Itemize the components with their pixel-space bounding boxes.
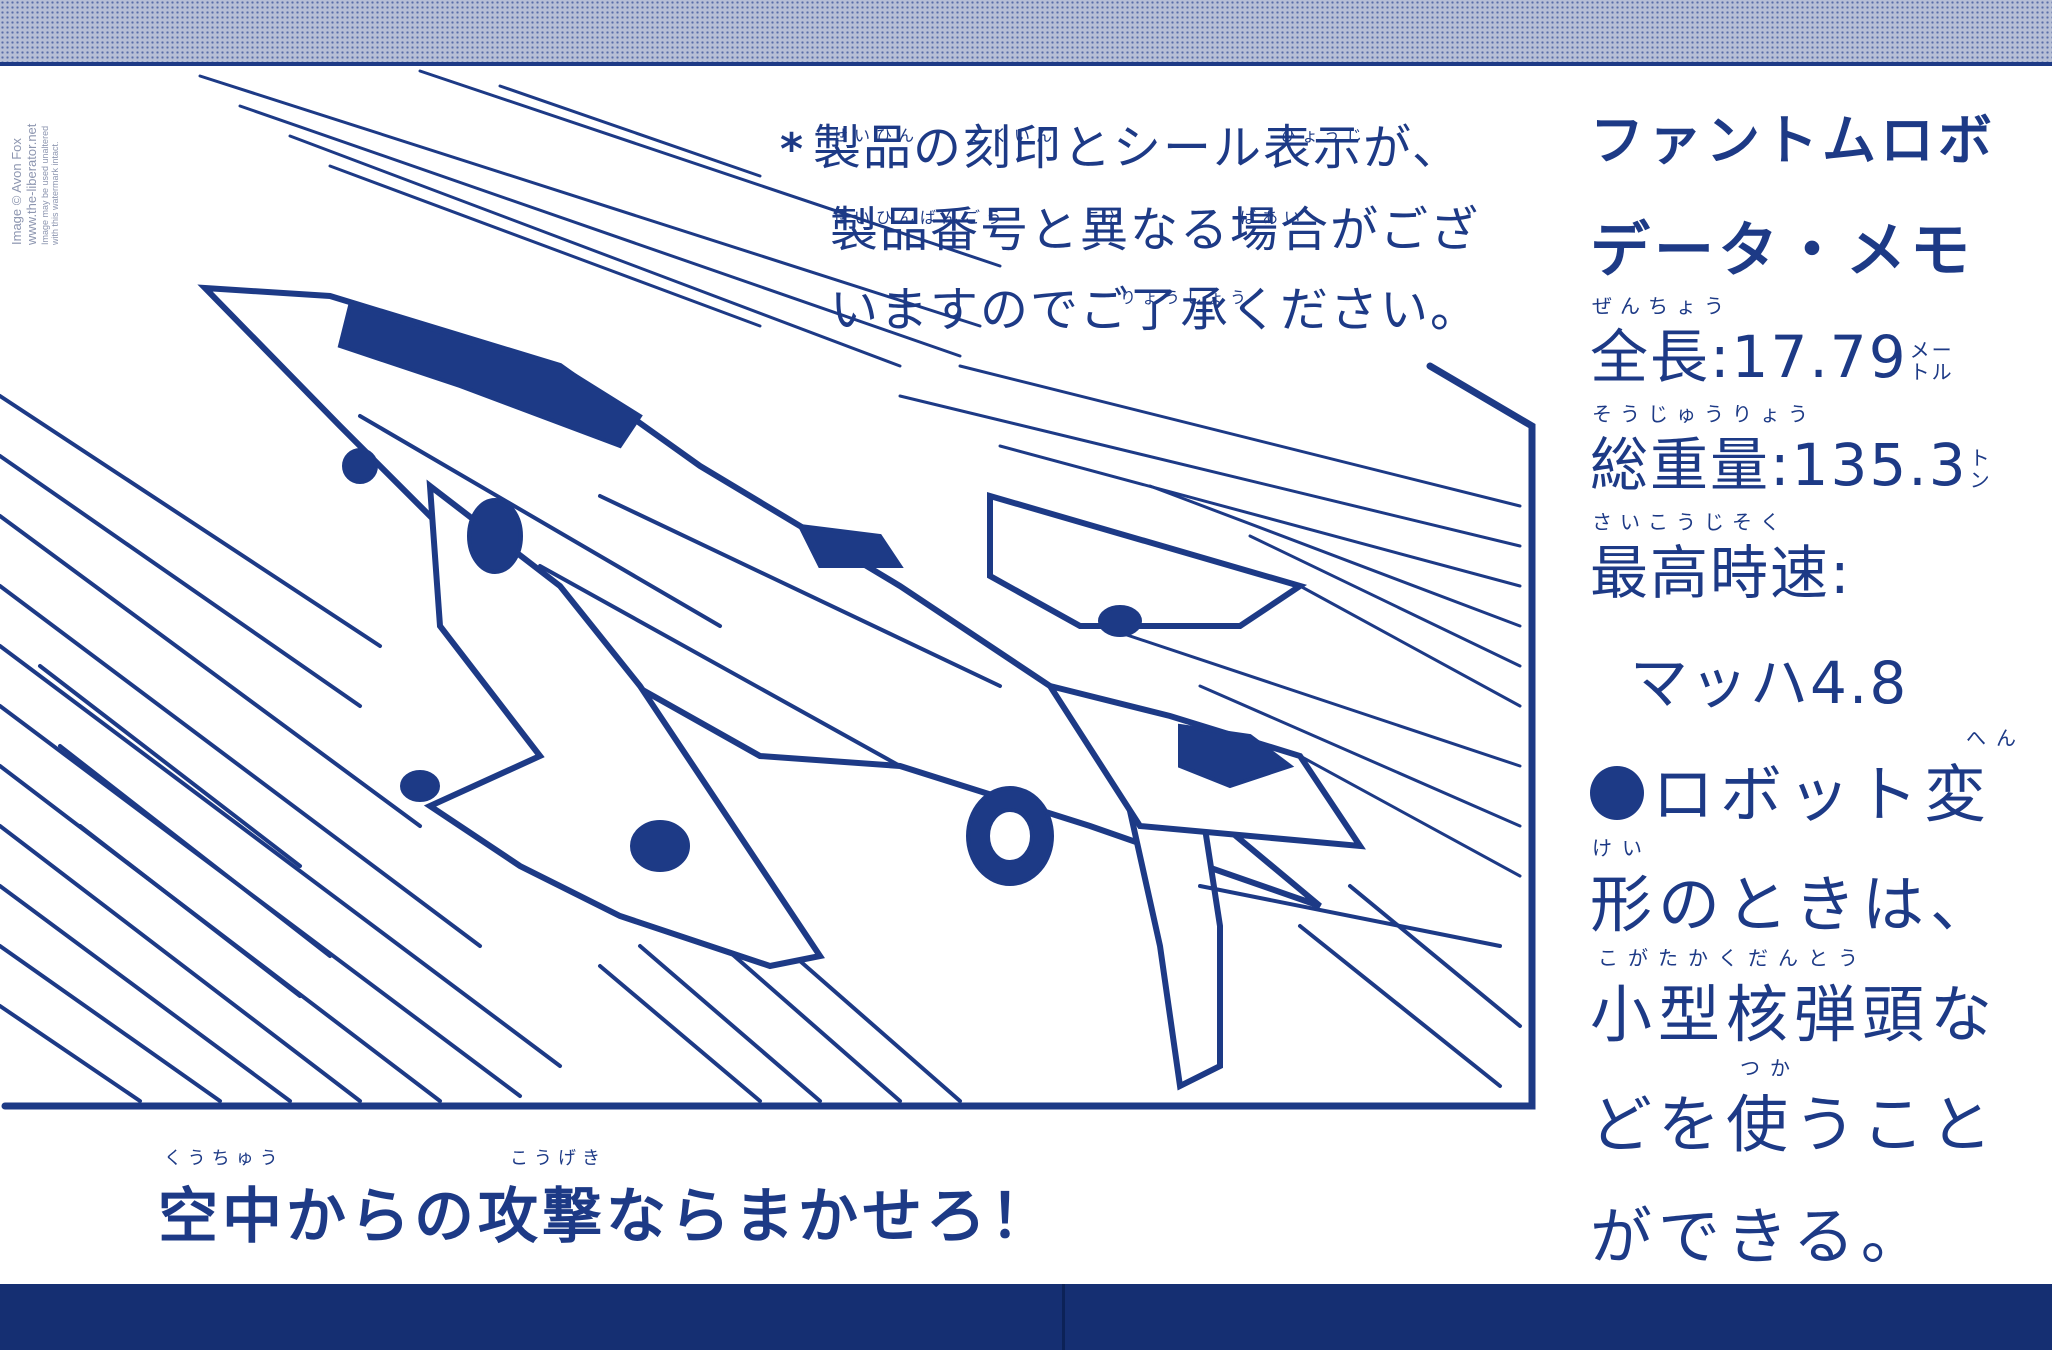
spec-length-unit: メートル: [1910, 339, 1954, 383]
unit-bottom: トル: [1909, 359, 1954, 384]
asterisk-icon: *: [780, 124, 806, 175]
notice-ruby-1c: ひょうじ: [1280, 126, 1369, 145]
para-ruby-4: つか: [1740, 1056, 1800, 1080]
spec-weight-label: 総重量:: [1590, 431, 1792, 499]
memo-para-line-3: こがたかくだんとう 小型核弾頭な: [1590, 946, 1999, 1054]
spec-weight-value: 135.3: [1791, 431, 1968, 499]
product-notice: せいひん こくいん ひょうじ *製品の刻印とシール表示が、 せいひんばんごう こ…: [780, 108, 1520, 350]
memo-para-line-2: けい 形のときは、: [1590, 836, 1999, 944]
memo-title-phantom-robo: ファントムロボ: [1590, 109, 1996, 172]
notice-line-1: せいひん こくいん ひょうじ *製品の刻印とシール表示が、: [780, 108, 1520, 190]
notice-ruby-2b: こと: [1085, 208, 1130, 227]
para-text-1: ロボット変: [1652, 758, 1993, 831]
spec-weight-ruby: そうじゅうりょう: [1592, 402, 1816, 426]
para-ruby-1: へん: [1966, 726, 2026, 750]
spec-length-ruby: ぜんちょう: [1592, 294, 1732, 318]
notice-ruby-1b: こくいん: [970, 126, 1059, 145]
memo-title-data-memo: データ・メモ: [1590, 216, 1974, 286]
notice-text-1: 製品の刻印とシール表示が、: [813, 120, 1463, 176]
top-halftone-band: [0, 0, 2052, 66]
notice-text-3: いますのでご了承ください。: [830, 282, 1481, 338]
bullet-icon: [1590, 766, 1644, 820]
caption-ruby-b: こうげき: [510, 1148, 606, 1169]
notice-line-3: りょうしょう いますのでご了承ください。: [780, 270, 1520, 350]
notice-ruby-1a: せいひん: [832, 126, 921, 145]
spec-weight-unit: トン: [1970, 447, 1992, 491]
para-text-2: 形のときは、: [1590, 868, 1999, 941]
unit-bottom: ン: [1969, 467, 1992, 492]
memo-para-line-1: へん ロボット変: [1590, 726, 2016, 834]
notice-text-2: 製品番号と異なる場合がござ: [830, 202, 1481, 258]
para-ruby-3: こがたかくだんとう: [1598, 946, 1868, 970]
para-text-3: 小型核弾頭な: [1590, 978, 1999, 1051]
jet-illustration: [0, 69, 1536, 1110]
notice-ruby-2c: ばあい: [1240, 208, 1307, 227]
unit-top: メー: [1909, 337, 1954, 362]
memo-para-line-5: ができる。: [1590, 1200, 1929, 1273]
spec-speed: さいこうじそく 最高時速:: [1590, 510, 1852, 610]
unit-top: ト: [1969, 445, 1992, 470]
spec-speed-value: マッハ4.8: [1630, 649, 1909, 717]
spec-speed-ruby: さいこうじそく: [1592, 510, 1788, 534]
notice-ruby-3a: りょうしょう: [1120, 288, 1253, 307]
caption: くうちゅう こうげき 空中からの攻撃ならまかせろ！: [158, 1148, 1054, 1255]
notice-line-2: せいひんばんごう こと ばあい 製品番号と異なる場合がござ: [780, 190, 1520, 270]
spec-length-value: 17.79: [1731, 323, 1908, 391]
caption-text: 空中からの攻撃ならまかせろ！: [158, 1182, 1054, 1252]
caption-ruby-a: くうちゅう: [164, 1148, 284, 1169]
memo-para-line-4: つか どを使うこと: [1590, 1056, 1999, 1164]
para-text-4: どを使うこと: [1590, 1088, 1999, 1161]
bottom-band: [0, 1284, 2052, 1350]
spec-length-label: 全長:: [1590, 323, 1732, 391]
notice-ruby-2a: せいひんばんごう: [832, 208, 1009, 227]
spec-speed-label: 最高時速:: [1590, 539, 1852, 607]
para-ruby-2: けい: [1592, 836, 1652, 860]
